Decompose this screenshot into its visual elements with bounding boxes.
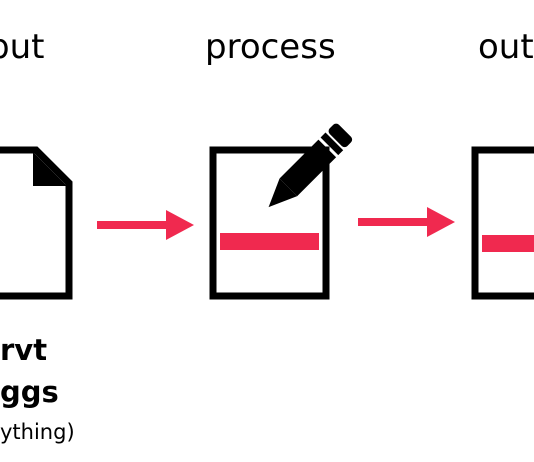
input-document-icon (0, 146, 73, 300)
output-document-icon (471, 146, 534, 300)
input-stage-label: put (0, 27, 45, 67)
input-caption-line2: ggs (0, 375, 59, 409)
output-highlight-bar (482, 235, 534, 252)
pencil-icon (268, 123, 353, 208)
arrow-input-to-process (97, 210, 194, 240)
process-stage-label: process (205, 27, 336, 67)
process-highlight-bar (220, 233, 319, 250)
input-caption-line3: ything) (0, 420, 75, 444)
input-caption-line1: rvt (0, 333, 48, 367)
arrow-process-to-output (358, 207, 455, 237)
output-stage-label: outp (478, 27, 534, 67)
process-document-icon (209, 123, 353, 300)
